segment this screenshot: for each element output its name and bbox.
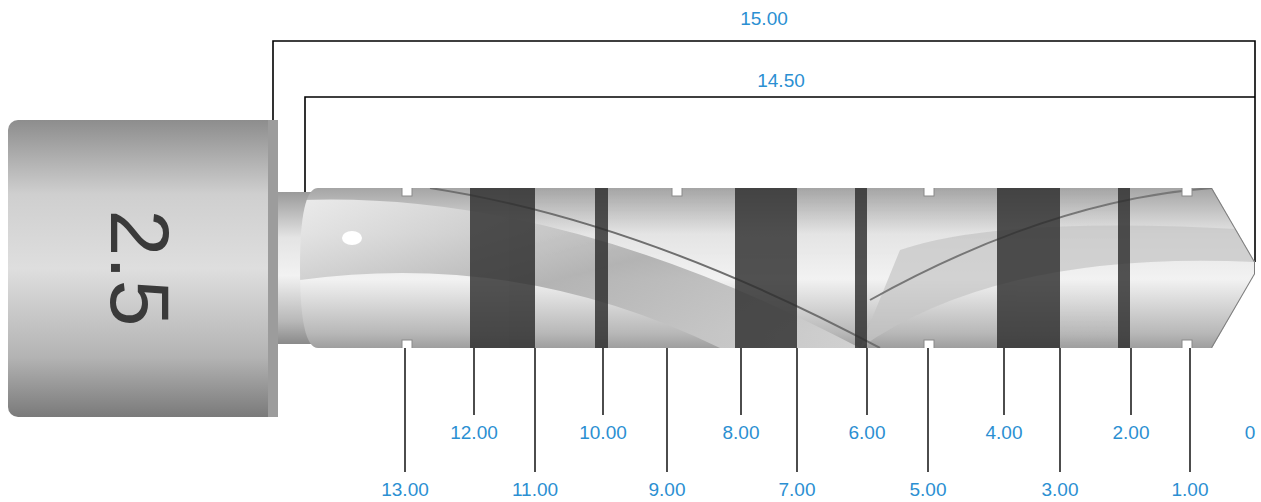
shank-rim <box>268 120 278 417</box>
drill-shank <box>8 120 278 417</box>
depth-label: 6.00 <box>849 423 886 442</box>
dimension-label: 14.50 <box>757 71 805 90</box>
depth-label: 12.00 <box>450 423 498 442</box>
depth-label: 2.00 <box>1113 423 1150 442</box>
shank-marking: 2.5 <box>98 210 182 327</box>
depth-label: 4.00 <box>986 423 1023 442</box>
depth-label: 7.00 <box>779 480 816 499</box>
drill-body <box>290 180 1260 360</box>
dimension-label: 15.00 <box>740 9 788 28</box>
depth-label: 0 <box>1245 423 1256 442</box>
depth-label: 11.00 <box>512 480 558 499</box>
depth-label: 13.00 <box>381 480 429 499</box>
depth-label: 8.00 <box>723 423 760 442</box>
depth-label: 5.00 <box>910 480 947 499</box>
depth-label: 3.00 <box>1042 480 1079 499</box>
leader-line <box>405 348 1190 472</box>
depth-label: 9.00 <box>649 480 686 499</box>
depth-label: 10.00 <box>579 423 627 442</box>
depth-label: 1.00 <box>1172 480 1209 499</box>
